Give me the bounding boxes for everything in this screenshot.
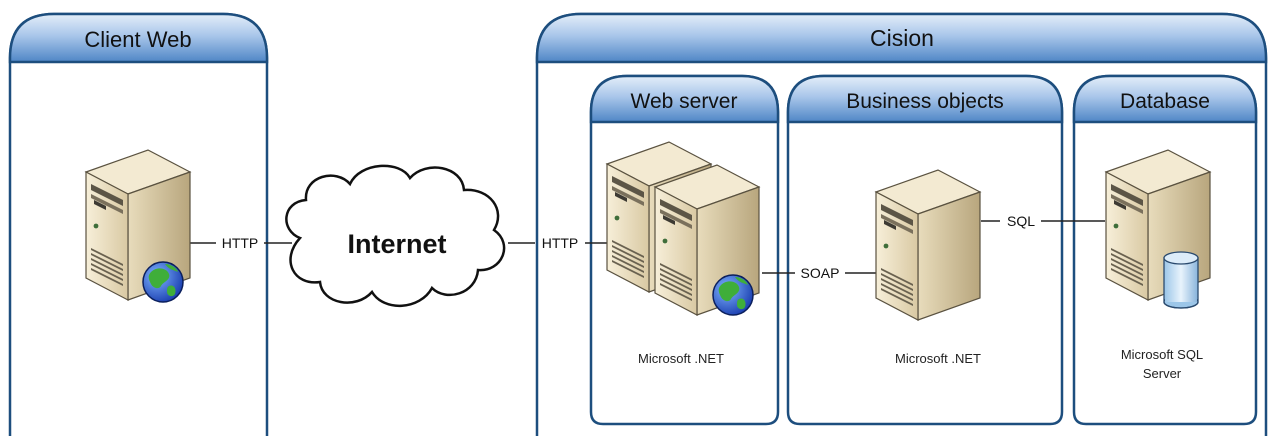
database-cylinder-icon xyxy=(1163,251,1199,309)
web-server-caption: Microsoft .NET xyxy=(638,351,724,366)
client-http-label: HTTP xyxy=(222,235,259,251)
web-http-label: HTTP xyxy=(542,235,579,251)
soap-label: SOAP xyxy=(801,265,840,281)
internet-cloud-icon: Internet xyxy=(285,164,506,307)
client-web-title: Client Web xyxy=(84,27,191,52)
cision-title: Cision xyxy=(870,25,934,51)
client-globe-icon xyxy=(142,261,184,303)
sql-label: SQL xyxy=(1007,213,1035,229)
database-title: Database xyxy=(1120,90,1210,113)
business-objects-title: Business objects xyxy=(846,90,1004,113)
client-server-icon xyxy=(85,149,191,303)
database-caption-line1: Microsoft SQL xyxy=(1121,347,1203,362)
business-objects-server-icon xyxy=(875,169,981,321)
business-objects-caption: Microsoft .NET xyxy=(895,351,981,366)
database-caption-line2: Server xyxy=(1143,366,1182,381)
web-server-globe-icon xyxy=(712,274,754,316)
internet-label: Internet xyxy=(347,229,446,259)
database-server-icon xyxy=(1105,149,1211,309)
web-server-title: Web server xyxy=(631,90,738,113)
